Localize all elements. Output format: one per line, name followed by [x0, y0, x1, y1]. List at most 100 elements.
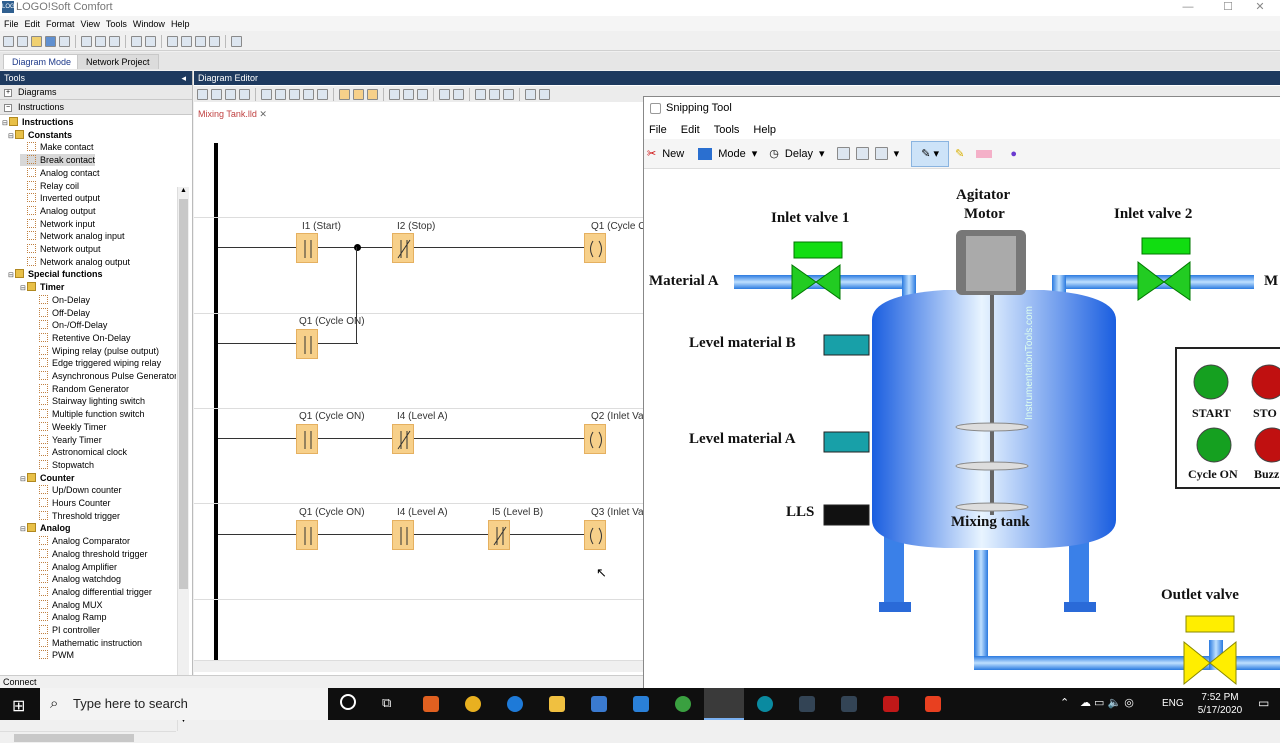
tree-item[interactable]: Astronomical clock — [32, 446, 127, 458]
snipping-task-active[interactable] — [704, 688, 744, 720]
pen-icon[interactable] — [475, 88, 486, 100]
mail-icon[interactable] — [633, 696, 649, 712]
store-icon[interactable] — [591, 696, 607, 712]
tree-item[interactable]: Relay coil — [20, 180, 79, 192]
split-horizontal-icon[interactable] — [403, 88, 414, 100]
maximize-button[interactable]: ☐ — [1223, 1, 1233, 13]
tree-item[interactable]: Analog MUX — [32, 599, 103, 611]
windows-start-icon[interactable]: ⊞ — [12, 698, 26, 715]
contact-nc[interactable] — [488, 520, 510, 550]
tree-item[interactable]: On-/Off-Delay — [32, 319, 107, 331]
menu-help[interactable]: Help — [170, 18, 190, 29]
tree-folder[interactable]: ⊟Timer — [20, 281, 64, 293]
undo-icon[interactable] — [131, 35, 142, 47]
paint3d-icon[interactable]: ● — [1010, 147, 1017, 160]
contact-no[interactable] — [296, 520, 318, 550]
menu-tools[interactable]: Tools — [105, 18, 127, 29]
send-snip-icon[interactable] — [874, 147, 888, 160]
paste-icon[interactable] — [109, 35, 120, 47]
scroll-thumb[interactable] — [179, 199, 188, 589]
tree-folder[interactable]: ⊟Analog — [20, 522, 71, 534]
mode-dropdown-icon[interactable]: ▾ — [751, 148, 758, 160]
tree-folder[interactable]: ⊟Instructions — [2, 116, 74, 128]
tree-item[interactable]: On-Delay — [32, 294, 90, 306]
tree-item[interactable]: Network analog input — [20, 230, 125, 242]
tree-item[interactable]: Inverted output — [20, 192, 100, 204]
tree-item[interactable]: Stairway lighting switch — [32, 395, 145, 407]
edge-icon[interactable] — [507, 696, 523, 712]
help-pointer-icon[interactable] — [231, 35, 242, 47]
tree-item[interactable]: Stopwatch — [32, 459, 94, 471]
arduino-icon[interactable] — [757, 696, 773, 712]
coil[interactable] — [584, 520, 606, 550]
tree-toggle-icon[interactable]: ⊟ — [2, 120, 8, 127]
snip-menu-tools[interactable]: Tools — [713, 124, 740, 136]
online-test-icon[interactable] — [209, 35, 220, 47]
tree-item[interactable]: Edge triggered wiping relay — [32, 357, 161, 369]
collapse-icon[interactable]: ◂ — [181, 73, 186, 83]
minimize-button[interactable]: — — [1182, 1, 1194, 13]
file-tab[interactable]: Mixing Tank.lld ✕ — [198, 107, 267, 121]
tree-item[interactable]: Asynchronous Pulse Generator — [32, 370, 176, 382]
snip-menu-edit[interactable]: Edit — [680, 124, 700, 136]
logo-to-pc-icon[interactable] — [181, 35, 192, 47]
snip-menu-help[interactable]: Help — [753, 124, 777, 136]
logo-icon-2[interactable] — [841, 696, 857, 712]
tree-item[interactable]: Make contact — [20, 141, 94, 153]
align-middle-icon[interactable] — [303, 88, 314, 100]
tree-toggle-icon[interactable]: ⊟ — [8, 132, 14, 140]
tree-item[interactable]: Analog threshold trigger — [32, 548, 148, 560]
align-bottom-icon[interactable] — [317, 88, 328, 100]
acrobat-icon[interactable] — [883, 696, 899, 712]
recorder-icon[interactable] — [925, 696, 941, 712]
ladder-canvas[interactable]: I1 (Start) I2 (Stop) Q1 (Cycle ON) Q1 (C… — [194, 123, 657, 663]
logo-icon-1[interactable] — [799, 696, 815, 712]
scroll-up-icon[interactable]: ▲ — [180, 187, 187, 194]
eraser-icon[interactable] — [976, 149, 993, 158]
tree-item[interactable]: Analog watchdog — [32, 573, 121, 585]
tray-up-icon[interactable]: ⌃ — [1060, 697, 1070, 709]
select-icon[interactable] — [197, 88, 208, 100]
tree-item[interactable]: Network output — [20, 243, 101, 255]
tree-toggle-icon[interactable]: ⊟ — [20, 475, 26, 483]
constants-icon[interactable] — [225, 88, 236, 100]
page-icon[interactable] — [503, 88, 514, 100]
split-view-icon[interactable] — [389, 88, 400, 100]
language-indicator[interactable]: ENG — [1162, 698, 1184, 709]
grid-icon[interactable] — [489, 88, 500, 100]
tree-item[interactable]: Mathematic instruction — [32, 637, 142, 649]
contact-no[interactable] — [296, 424, 318, 454]
tree-item[interactable]: Network analog output — [20, 256, 130, 268]
tree-item[interactable]: Up/Down counter — [32, 484, 122, 496]
tab-network-project[interactable]: Network Project — [77, 54, 159, 69]
close-tab-icon[interactable]: ✕ — [259, 109, 267, 119]
cortana-icon[interactable] — [340, 694, 356, 710]
tree-item[interactable]: Analog Comparator — [32, 535, 130, 547]
tree-item[interactable]: PWM — [32, 649, 74, 660]
tree-item[interactable]: Analog Amplifier — [32, 561, 117, 573]
contact-nc[interactable] — [392, 233, 414, 263]
menu-format[interactable]: Format — [46, 18, 75, 29]
connect-icon[interactable] — [211, 88, 222, 100]
menu-edit[interactable]: Edit — [24, 18, 41, 29]
close-button[interactable]: ✕ — [1255, 1, 1265, 13]
task-view-icon[interactable]: ⧉ — [382, 695, 392, 710]
tree-item[interactable]: PI controller — [32, 624, 100, 636]
tree-toggle-icon[interactable]: ⊟ — [20, 285, 26, 293]
contact-no[interactable] — [296, 329, 318, 359]
tree-item[interactable]: Network input — [20, 218, 95, 230]
instructions-section[interactable]: −Instructions — [0, 100, 192, 115]
menu-file[interactable]: File — [4, 18, 19, 29]
highlighter-icon[interactable]: ✎ — [955, 148, 965, 160]
redo-icon[interactable] — [145, 35, 156, 47]
matlab-icon[interactable] — [423, 696, 439, 712]
tree-item[interactable]: Analog contact — [20, 167, 100, 179]
network-icon[interactable] — [539, 88, 550, 100]
tree-item[interactable]: Analog output — [20, 205, 96, 217]
simulation-icon[interactable] — [195, 35, 206, 47]
editor-horizontal-scrollbar[interactable] — [194, 660, 643, 672]
tree-toggle-icon[interactable]: ⊟ — [20, 526, 26, 534]
tree-horizontal-scrollbar[interactable] — [0, 731, 176, 743]
chrome-icon[interactable] — [465, 696, 481, 712]
text-icon[interactable] — [239, 88, 250, 100]
